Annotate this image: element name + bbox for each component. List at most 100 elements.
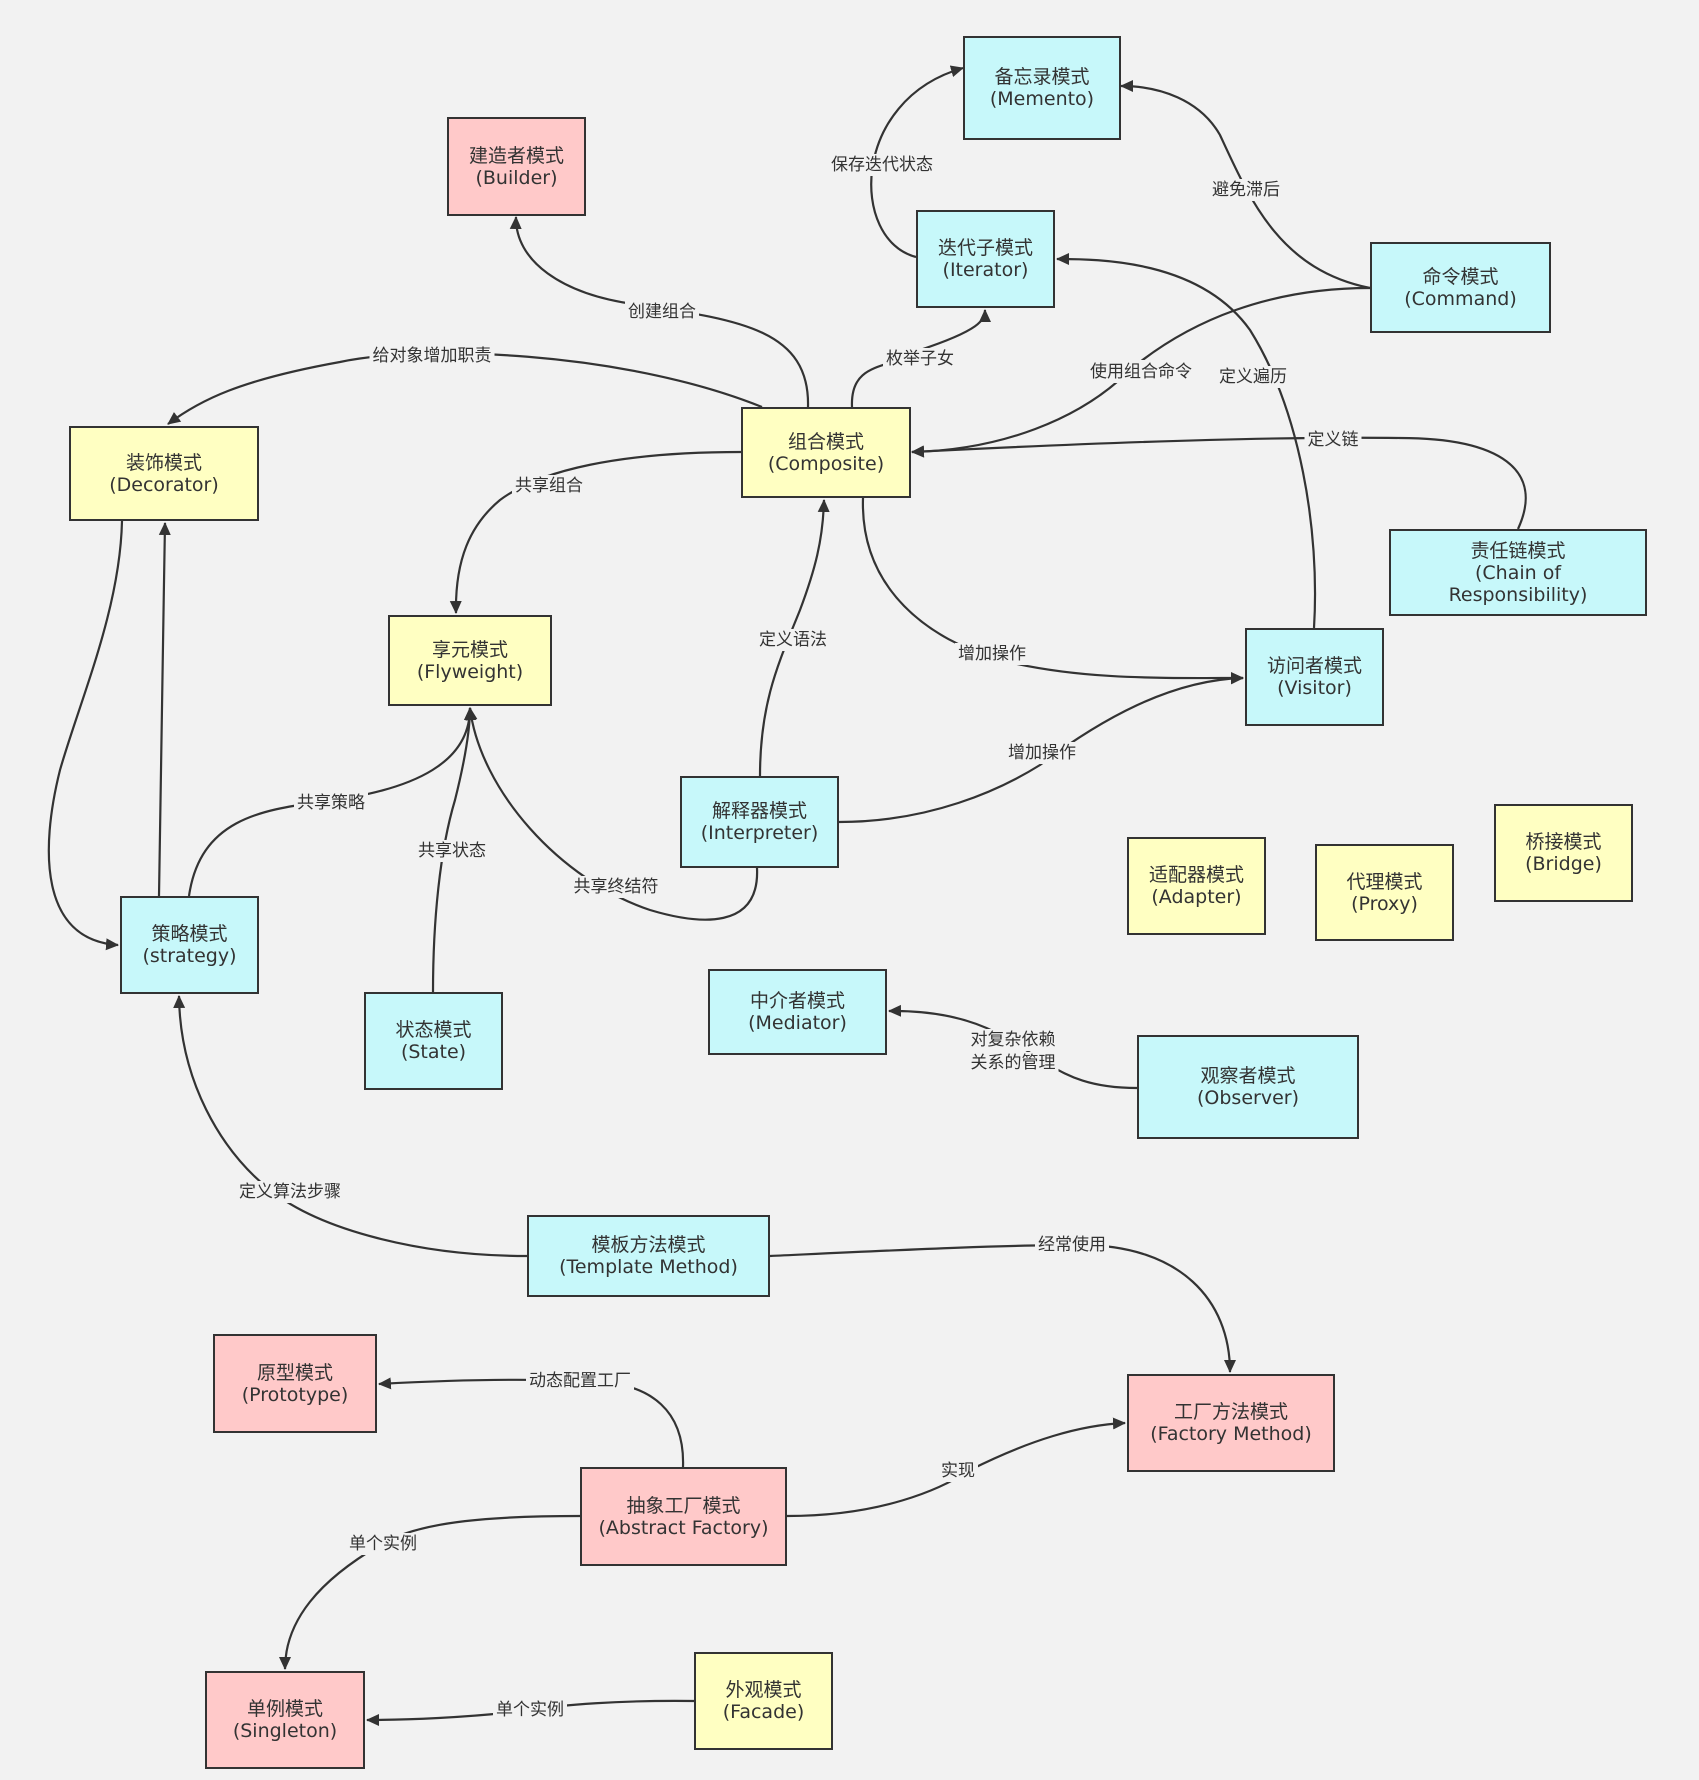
builder-zh: 建造者模式 xyxy=(468,144,564,167)
edge-label-bg xyxy=(1209,179,1283,201)
state-node[interactable]: 状态模式 (State) xyxy=(364,992,503,1090)
edge-label-composite-visitor: 增加操作 xyxy=(958,644,1026,664)
strategy-en: (strategy) xyxy=(142,945,237,967)
adapter-node[interactable]: 适配器模式 (Adapter) xyxy=(1127,837,1266,935)
edge-decorator-strategy xyxy=(47,520,124,951)
prototype-node[interactable]: 原型模式 (Prototype) xyxy=(213,1334,377,1433)
edge-label-facade-singleton: 单个实例 xyxy=(496,1700,564,1720)
edge-label-bg xyxy=(625,301,699,323)
visitor-node[interactable]: 访问者模式 (Visitor) xyxy=(1245,628,1384,726)
proxy-en: (Proxy) xyxy=(1351,892,1418,915)
strategy-node[interactable]: 策略模式 (strategy) xyxy=(120,896,259,994)
edge-label-composite-iterator: 枚举子女 xyxy=(886,349,954,369)
abstract-factory-node[interactable]: 抽象工厂模式 (Abstract Factory) xyxy=(580,1467,787,1566)
edge-abstract-prototype: 动态配置工厂 xyxy=(378,1370,685,1468)
edge-facade-singleton: 单个实例 xyxy=(366,1699,695,1726)
state-zh: 状态模式 xyxy=(395,1019,472,1041)
edge-abstract-singleton: 单个实例 xyxy=(279,1514,581,1670)
edge-label-bg xyxy=(1035,1233,1109,1256)
flyweight-node[interactable]: 享元模式 (Flyweight) xyxy=(388,615,552,706)
edge-line-abstract-prototype xyxy=(378,1377,685,1468)
edge-label-bg xyxy=(756,629,830,651)
edge-label-bg xyxy=(967,1029,1059,1051)
edge-strategy-decorator xyxy=(157,522,171,897)
edge-label-template-factory: 经常使用 xyxy=(1038,1234,1106,1255)
edge-label-bg xyxy=(526,1370,634,1392)
observer-node[interactable]: 观察者模式 (Observer) xyxy=(1137,1035,1359,1139)
edge-label-bg xyxy=(369,345,495,367)
iterator-zh: 迭代子模式 xyxy=(937,237,1033,259)
factory-en: (Factory Method) xyxy=(1150,1423,1312,1445)
command-node[interactable]: 命令模式 (Command) xyxy=(1370,242,1551,333)
iterator-en: (Iterator) xyxy=(942,259,1029,281)
composite-en: (Composite) xyxy=(767,452,885,475)
edge-label-composite-flyweight: 共享组合 xyxy=(515,476,583,496)
chain-zh: 责任链模式 xyxy=(1470,539,1566,562)
edge-composite-builder: 创建组合 xyxy=(509,216,810,408)
edge-state-flyweight: 共享状态 xyxy=(415,707,489,993)
edge-line-visitor-iterator xyxy=(1056,253,1317,629)
template-en: (Template Method) xyxy=(559,1256,738,1278)
edge-label-bg xyxy=(967,1052,1059,1074)
edge-label-observer-mediator: 对复杂依赖 xyxy=(971,1030,1056,1050)
template-zh: 模板方法模式 xyxy=(591,1234,706,1256)
edge-label-template-strategy: 定义算法步骤 xyxy=(239,1182,341,1202)
interpreter-node[interactable]: 解释器模式 (Interpreter) xyxy=(680,776,839,868)
facade-en: (Facade) xyxy=(722,1701,805,1723)
edge-strategy-flyweight: 共享策略 xyxy=(187,707,476,897)
adapter-zh: 适配器模式 xyxy=(1148,864,1244,886)
factory-zh: 工厂方法模式 xyxy=(1173,1401,1288,1423)
edge-label-bg xyxy=(570,876,662,898)
edge-line-composite-flyweight xyxy=(449,450,742,614)
mediator-node[interactable]: 中介者模式 (Mediator) xyxy=(708,969,887,1055)
edge-visitor-iterator: 定义遍历 xyxy=(1056,253,1317,629)
memento-node[interactable]: 备忘录模式 (Memento) xyxy=(963,36,1121,140)
abstract-zh: 抽象工厂模式 xyxy=(626,1494,741,1517)
edge-label-composite-decorator: 给对象增加职责 xyxy=(373,346,492,366)
edge-composite-flyweight: 共享组合 xyxy=(449,450,742,614)
edge-composite-decorator: 给对象增加职责 xyxy=(167,345,763,425)
flyweight-en: (Flyweight) xyxy=(416,660,524,683)
edge-line-strategy-decorator xyxy=(157,522,171,897)
edge-line-abstract-singleton xyxy=(279,1514,581,1670)
edge-label-interpreter-flyweight: 共享终结符 xyxy=(574,877,659,897)
adapter-en: (Adapter) xyxy=(1151,886,1242,908)
edge-label-bg xyxy=(955,643,1029,665)
singleton-node[interactable]: 单例模式 (Singleton) xyxy=(205,1671,365,1769)
edge-label-bg xyxy=(346,1533,420,1555)
edge-line-state-flyweight xyxy=(431,707,476,993)
decorator-node[interactable]: 装饰模式 (Decorator) xyxy=(69,426,259,521)
edge-label-abstract-singleton: 单个实例 xyxy=(349,1534,417,1554)
composite-zh: 组合模式 xyxy=(787,430,864,453)
singleton-zh: 单例模式 xyxy=(246,1698,323,1720)
edge-label-bg xyxy=(236,1181,344,1203)
proxy-node[interactable]: 代理模式 (Proxy) xyxy=(1315,844,1454,941)
composite-node[interactable]: 组合模式 (Composite) xyxy=(741,407,911,498)
edge-line-interpreter-flyweight xyxy=(465,707,759,921)
state-en: (State) xyxy=(400,1041,467,1063)
edge-label-bg xyxy=(415,840,489,862)
decorator-zh: 装饰模式 xyxy=(125,451,202,474)
edge-label-bg xyxy=(1304,429,1362,451)
facade-zh: 外观模式 xyxy=(725,1679,802,1701)
edge-command-memento: 避免滞后 xyxy=(1120,80,1371,290)
edge-label-composite-builder: 创建组合 xyxy=(628,302,696,322)
edge-label-bg xyxy=(512,475,586,497)
edge-line-template-factory xyxy=(769,1243,1236,1373)
edge-label-bg xyxy=(1005,742,1079,764)
edge-label-visitor-iterator: 定义遍历 xyxy=(1219,367,1287,387)
bridge-node[interactable]: 桥接模式 (Bridge) xyxy=(1494,804,1633,902)
prototype-zh: 原型模式 xyxy=(256,1361,333,1384)
edge-label-bg xyxy=(294,792,368,814)
edge-interpreter-flyweight: 共享终结符 xyxy=(465,707,759,921)
facade-node[interactable]: 外观模式 (Facade) xyxy=(694,1652,833,1750)
factory-method-node[interactable]: 工厂方法模式 (Factory Method) xyxy=(1127,1374,1335,1472)
template-method-node[interactable]: 模板方法模式 (Template Method) xyxy=(527,1215,770,1297)
chain-of-responsibility-node[interactable]: 责任链模式 (Chain of Responsibility) xyxy=(1389,529,1647,616)
builder-node[interactable]: 建造者模式 (Builder) xyxy=(447,117,586,216)
iterator-node[interactable]: 迭代子模式 (Iterator) xyxy=(916,210,1055,308)
edge-label-abstract-prototype: 动态配置工厂 xyxy=(529,1371,631,1391)
edge-label-abstract-factory: 实现 xyxy=(941,1461,975,1481)
